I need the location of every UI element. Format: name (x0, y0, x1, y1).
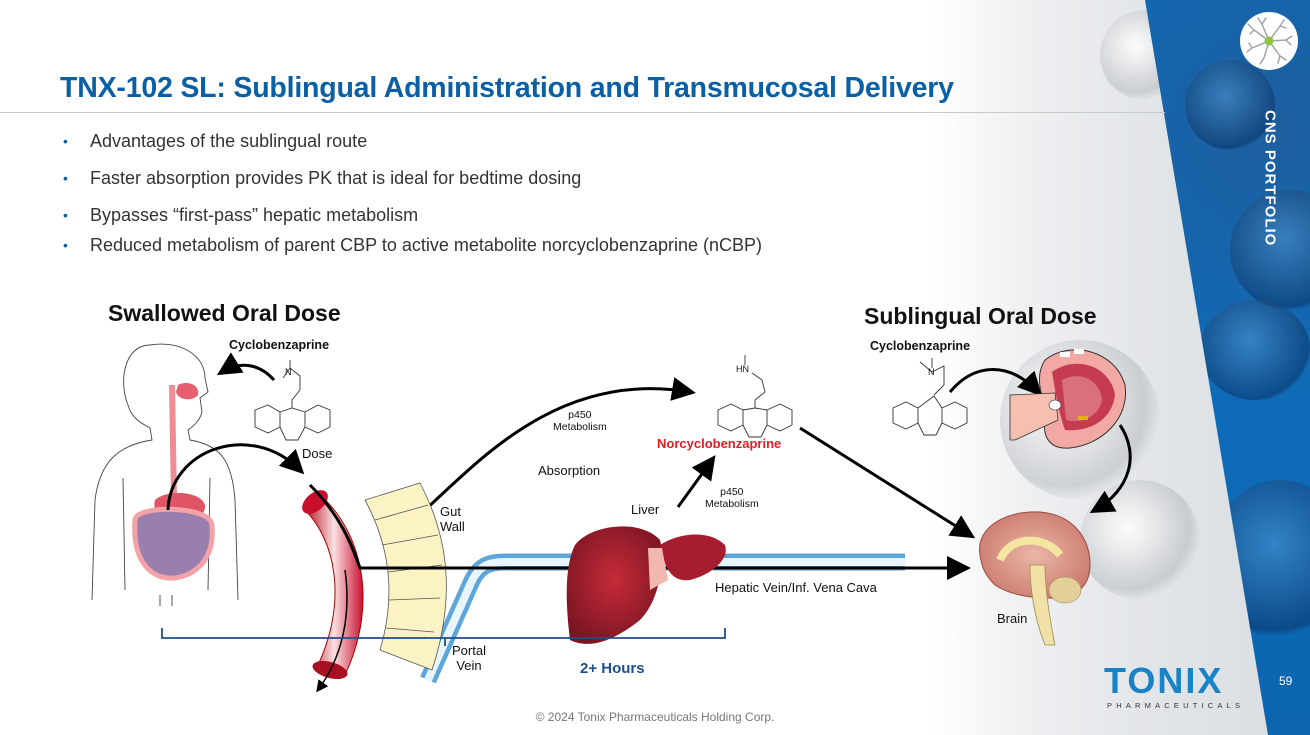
slide-title: TNX-102 SL: Sublingual Administration an… (60, 72, 954, 104)
nitrogen-label-right: N (928, 367, 935, 377)
arrow-gut-to-liver-metabolite (423, 377, 696, 512)
logo-subtitle: PHARMACEUTICALS (1107, 701, 1245, 710)
brain-illustration (979, 511, 1091, 646)
arrow-molecule-to-mouth (216, 352, 276, 382)
arrow-liver-to-metabolite (676, 455, 716, 508)
cyclobenzaprine-label-right: Cyclobenzaprine (870, 339, 971, 353)
esophagus (169, 384, 177, 501)
section-label: CNS PORTFOLIO (1261, 109, 1279, 247)
norcyclobenzaprine-label: Norcyclobenzaprine (657, 436, 782, 451)
arrow-mouth-to-brain (1089, 424, 1132, 513)
bullet-icon: • (63, 170, 68, 186)
arrow-stomach-to-gut (166, 443, 305, 511)
cyclobenzaprine-structure-left (254, 360, 331, 441)
logo-wordmark: TONIX (1104, 660, 1224, 701)
cyclobenzaprine-structure-right (892, 358, 968, 436)
brain-label: Brain (997, 611, 1028, 626)
nh-label: HN (736, 364, 749, 374)
swallowed-dose-title: Swallowed Oral Dose (108, 300, 341, 326)
intestine-tube (304, 494, 364, 676)
title-divider (0, 112, 1165, 113)
drug-pathway (308, 483, 971, 580)
hepatic-vein-label: Hepatic Vein/Inf. Vena Cava (715, 580, 877, 595)
company-logo: TONIX PHARMACEUTICALS (1104, 660, 1245, 711)
time-bracket (161, 628, 726, 646)
sublingual-mouth-illustration (1009, 349, 1127, 449)
cyclobenzaprine-label-left: Cyclobenzaprine (229, 338, 330, 352)
mouth-cavity (176, 383, 199, 400)
arrow-sublingual-to-mouth (948, 368, 1043, 397)
duration-label: 2+ Hours (580, 660, 645, 677)
page-number: 59 (1279, 674, 1293, 688)
norcyclobenzaprine-structure (717, 355, 793, 438)
absorption-label: Absorption (538, 463, 601, 478)
liver (566, 526, 662, 644)
bullet-icon: • (63, 237, 68, 253)
nitrogen-label-left: N (285, 367, 292, 377)
neuron-icon (1240, 12, 1298, 70)
arrow-metabolite-to-brain (799, 426, 976, 539)
intestines (132, 506, 215, 581)
bullet-icon: • (63, 207, 68, 223)
gut-wall (364, 482, 447, 671)
bullet-icon: • (63, 133, 68, 149)
copyright-footer: © 2024 Tonix Pharmaceuticals Holding Cor… (535, 710, 775, 724)
liver-label: Liver (631, 502, 660, 517)
dose-label: Dose (302, 446, 333, 461)
sublingual-dose-title: Sublingual Oral Dose (864, 303, 1097, 329)
